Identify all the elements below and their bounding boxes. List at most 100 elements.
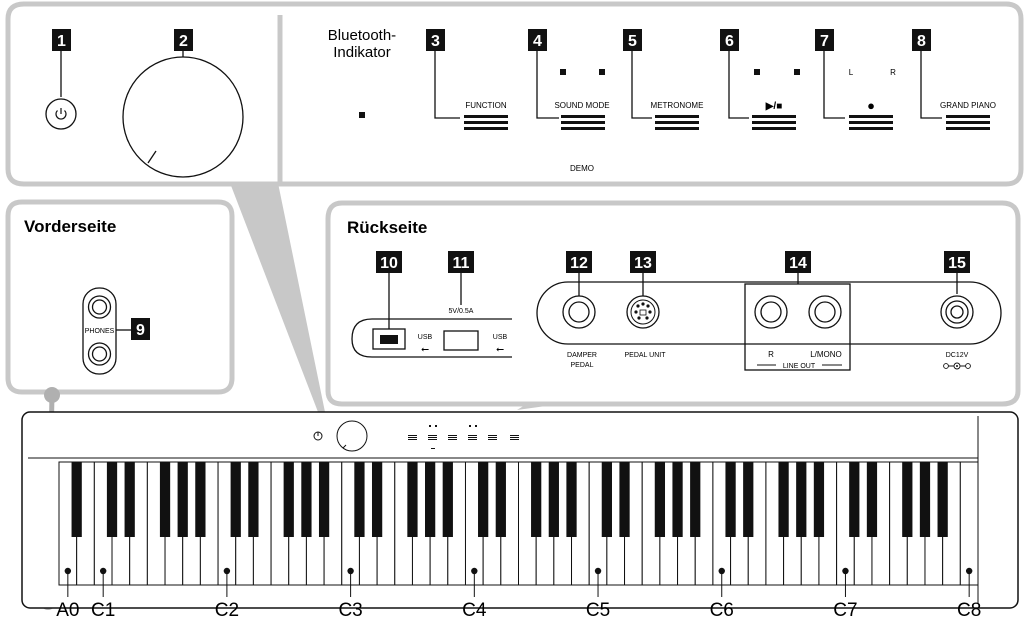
mini-volume-indicator [342, 444, 347, 449]
black-key[interactable] [407, 462, 418, 537]
svg-text:14: 14 [789, 255, 807, 272]
key-label-a0: A0 [56, 600, 79, 621]
play-stop-button[interactable] [752, 115, 796, 130]
black-key[interactable] [690, 462, 701, 537]
callout-5: 5 [623, 29, 642, 51]
black-key[interactable] [902, 462, 913, 537]
black-key[interactable] [478, 462, 489, 537]
callout-11: 11 [448, 251, 474, 273]
black-key[interactable] [813, 462, 825, 537]
usb-b-port[interactable] [372, 328, 406, 350]
black-key[interactable] [318, 462, 330, 537]
black-key[interactable] [601, 462, 612, 537]
damper-pedal-label-2: PEDAL [571, 362, 594, 369]
top-panel-pointer [230, 183, 325, 412]
callout-10: 10 [376, 251, 402, 273]
dc-in-jack[interactable] [940, 295, 974, 329]
usb-a-port[interactable] [443, 330, 479, 351]
left-channel-label: L [849, 68, 854, 77]
svg-text:15: 15 [948, 255, 966, 272]
sound-mode-led-left [560, 69, 566, 75]
black-key[interactable] [937, 462, 948, 537]
black-key[interactable] [71, 462, 82, 537]
black-key[interactable] [672, 462, 683, 537]
callout-8: 8 [912, 29, 931, 51]
callout-7: 7 [815, 29, 834, 51]
black-key[interactable] [283, 462, 294, 537]
phones-label: PHONES [85, 328, 115, 335]
black-key[interactable] [106, 462, 118, 537]
black-key[interactable] [425, 462, 436, 537]
black-key[interactable] [230, 462, 241, 537]
sound-mode-label: SOUND MODE [554, 101, 609, 110]
volume-knob[interactable] [122, 56, 244, 178]
phones-jack-lower[interactable] [87, 342, 112, 366]
svg-text:13: 13 [634, 255, 652, 272]
metronome-label: METRONOME [651, 101, 704, 110]
black-key[interactable] [495, 462, 506, 537]
black-key[interactable] [442, 462, 453, 537]
svg-text:10: 10 [380, 255, 398, 272]
black-key[interactable] [778, 462, 789, 537]
grand-piano-button[interactable] [946, 115, 990, 130]
record-button[interactable] [849, 115, 893, 130]
svg-text:6: 6 [725, 33, 734, 50]
callout-line-8 [920, 51, 942, 119]
callout-line-3 [434, 51, 460, 119]
svg-text:5: 5 [628, 33, 637, 50]
key-label-c5: C5 [586, 600, 610, 621]
sound-mode-button[interactable] [561, 115, 605, 130]
key-label-c1: C1 [91, 600, 115, 621]
callout-line-5 [631, 51, 652, 119]
black-key[interactable] [177, 462, 188, 537]
usb-a-label: USB [493, 334, 508, 341]
callout-13: 13 [630, 251, 656, 273]
black-key[interactable] [796, 462, 807, 537]
usb-b-label: USB [418, 334, 433, 341]
black-key[interactable] [743, 462, 754, 537]
black-key[interactable] [849, 462, 860, 537]
black-key[interactable] [301, 462, 312, 537]
usb-plate [351, 318, 512, 358]
keyboard-keys [58, 461, 979, 586]
black-key[interactable] [159, 462, 171, 537]
black-key[interactable] [248, 462, 259, 537]
line-out-r-jack[interactable] [754, 295, 788, 329]
black-key[interactable] [548, 462, 559, 537]
svg-text:1: 1 [57, 33, 66, 50]
callout-12: 12 [566, 251, 592, 273]
black-key[interactable] [195, 462, 206, 537]
black-key[interactable] [654, 462, 666, 537]
grand-piano-label: GRAND PIANO [940, 101, 996, 110]
svg-text:11: 11 [453, 255, 470, 272]
key-label-c6: C6 [710, 600, 734, 621]
pedal-unit-jack[interactable] [626, 295, 660, 329]
bluetooth-label-line1: Bluetooth- [328, 27, 396, 44]
white-key[interactable] [959, 461, 979, 586]
callout-14: 14 [785, 251, 811, 273]
phones-jack-upper[interactable] [87, 295, 112, 319]
black-key[interactable] [866, 462, 878, 537]
black-key[interactable] [619, 462, 630, 537]
damper-pedal-jack[interactable] [562, 295, 596, 329]
mini-volume-knob [336, 420, 368, 452]
line-out-label: LINE OUT [783, 363, 816, 370]
line-out-r-label: R [768, 350, 774, 359]
damper-pedal-label-1: DAMPER [567, 352, 597, 359]
black-key[interactable] [566, 462, 577, 537]
rear-panel-title: Rückseite [347, 218, 427, 237]
black-key[interactable] [531, 462, 542, 537]
svg-text:4: 4 [533, 33, 542, 50]
function-button[interactable] [464, 115, 508, 130]
key-label-c3: C3 [338, 600, 362, 621]
black-key[interactable] [354, 462, 365, 537]
black-key[interactable] [371, 462, 383, 537]
black-key[interactable] [124, 462, 135, 537]
metronome-button[interactable] [655, 115, 699, 130]
black-key[interactable] [919, 462, 931, 537]
key-label-c7: C7 [833, 600, 857, 621]
pedal-unit-label: PEDAL UNIT [625, 352, 667, 359]
dc-label: DC12V [946, 352, 969, 359]
black-key[interactable] [725, 462, 736, 537]
line-out-l-jack[interactable] [808, 295, 842, 329]
